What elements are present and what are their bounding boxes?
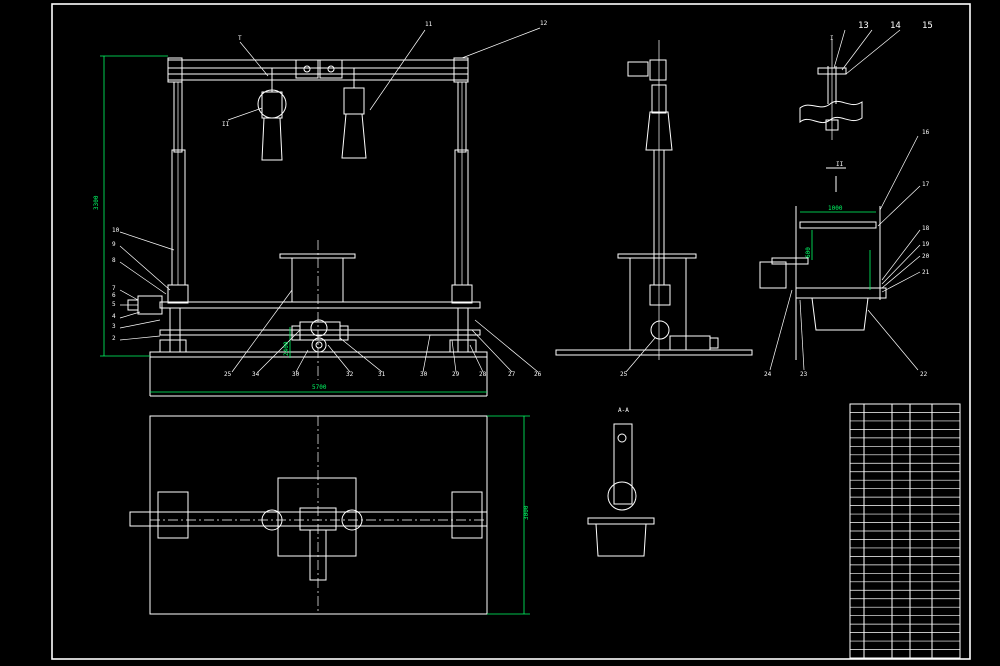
- label-20: 20: [922, 253, 930, 260]
- label-3: 3: [112, 323, 116, 330]
- label-34: 34: [252, 371, 260, 378]
- label-7: 7: [112, 285, 116, 292]
- drawing-frame: [51, 3, 971, 660]
- label-10: 10: [112, 227, 120, 234]
- label-32: 32: [346, 371, 354, 378]
- front-view: T 11 12 II 10 9 8 7 6 5 4 3 2 25 34 30 3…: [93, 20, 548, 397]
- label-17: 17: [922, 181, 930, 188]
- section-aa-label: A-A: [618, 407, 629, 414]
- detail-top: 13 14 15 I: [799, 21, 933, 140]
- label-T: T: [238, 35, 242, 42]
- label-31: 31: [378, 371, 386, 378]
- plan-view: 3000: [129, 415, 530, 615]
- title-block: [849, 403, 961, 659]
- label-18: 18: [922, 225, 930, 232]
- label-9: 9: [112, 241, 116, 248]
- label-21: 21: [922, 269, 930, 276]
- label-23: 23: [800, 371, 808, 378]
- section-aa: A-A: [587, 407, 655, 557]
- label-6: 6: [112, 292, 116, 299]
- label-II: II: [222, 121, 230, 128]
- label-30a: 30: [292, 371, 300, 378]
- dim-local: 2400: [283, 341, 290, 356]
- label-25: 25: [224, 371, 232, 378]
- label-22: 22: [920, 371, 928, 378]
- label-2: 2: [112, 335, 116, 342]
- label-5: 5: [112, 301, 116, 308]
- label-24: 24: [764, 371, 772, 378]
- label-26: 26: [534, 371, 542, 378]
- dim-side: 600: [805, 247, 812, 258]
- label-19: 19: [922, 241, 930, 248]
- label-14: 14: [890, 21, 901, 31]
- side-label-25: 25: [620, 371, 628, 378]
- dim-top: 1000: [828, 205, 843, 212]
- label-15: 15: [922, 21, 933, 31]
- label-8: 8: [112, 257, 116, 264]
- label-13: 13: [858, 21, 869, 31]
- label-27: 27: [508, 371, 516, 378]
- detail-section: II 1000 600 16 17 18 19 20 21 22 23 24: [759, 129, 930, 378]
- label-16: 16: [922, 129, 930, 136]
- plan-dim-height: 3000: [523, 505, 530, 520]
- side-view: 25: [555, 40, 753, 378]
- label-29: 29: [452, 371, 460, 378]
- label-12: 12: [540, 20, 548, 27]
- label-11: 11: [425, 21, 433, 28]
- label-28: 28: [479, 371, 487, 378]
- detail-ii-label: II: [836, 161, 844, 168]
- detail-i-label: I: [830, 35, 834, 42]
- dim-width: 5700: [312, 384, 327, 391]
- label-4: 4: [112, 313, 116, 320]
- label-30b: 30: [420, 371, 428, 378]
- dim-height: 3300: [93, 195, 100, 210]
